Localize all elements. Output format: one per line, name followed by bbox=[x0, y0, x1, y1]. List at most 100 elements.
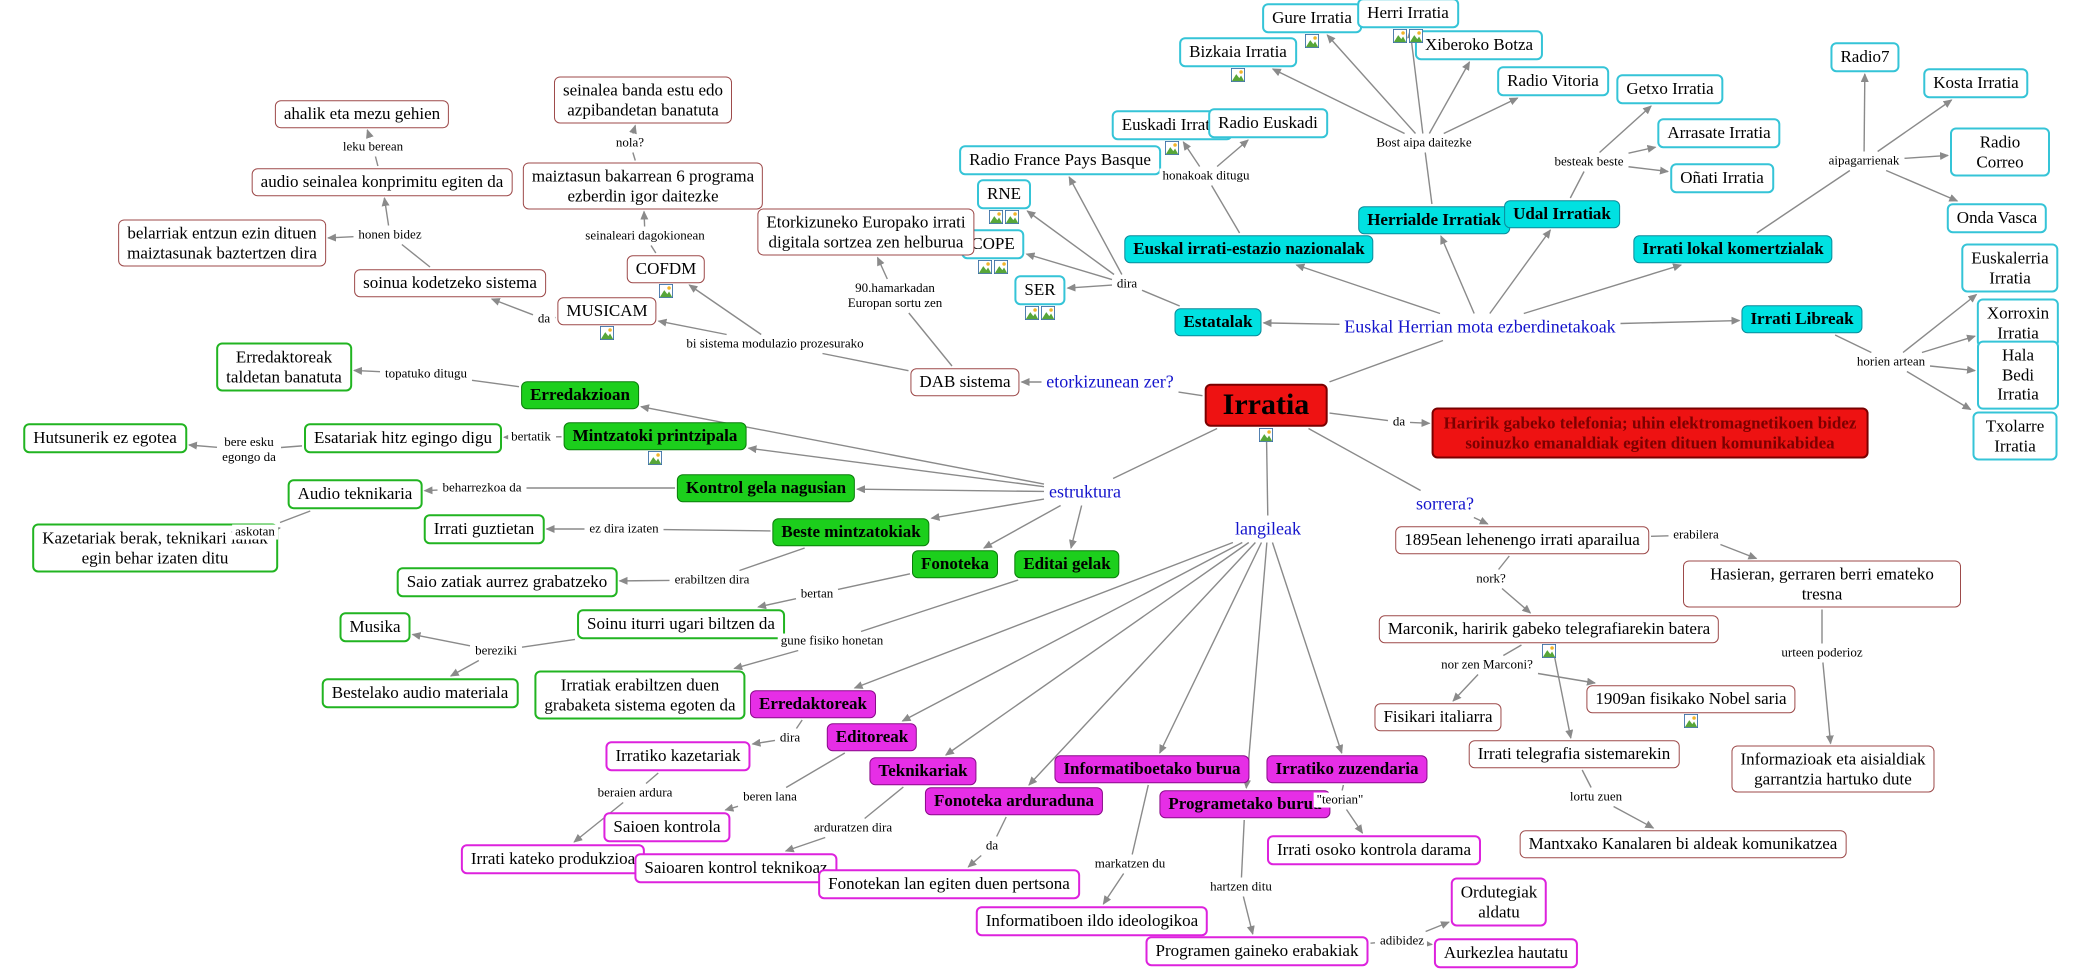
resource-icon[interactable] bbox=[648, 451, 662, 465]
link-phrase-etorkizunean[interactable]: etorkizunean zer? bbox=[1046, 371, 1174, 392]
concept-kontrol-gela[interactable]: Kontrol gela nagusian bbox=[676, 474, 856, 502]
concept-belarriak[interactable]: belarriak entzun ezin dituen maiztasunak… bbox=[118, 219, 326, 267]
link-label-lbl-bereziki[interactable]: bereziki bbox=[472, 643, 520, 659]
concept-ser[interactable]: SER bbox=[1014, 275, 1066, 305]
link-phrase-langileak[interactable]: langileak bbox=[1235, 518, 1301, 539]
concept-esatariak[interactable]: Esatariak hitz egingo digu bbox=[304, 423, 502, 453]
link-label-lbl-horien[interactable]: horien artean bbox=[1853, 354, 1929, 370]
concept-nobel[interactable]: 1909an fisikako Nobel saria bbox=[1586, 685, 1796, 713]
concept-radio-vitoria[interactable]: Radio Vitoria bbox=[1497, 66, 1609, 96]
link-label-lbl-hartzen[interactable]: hartzen ditu bbox=[1207, 879, 1275, 895]
concept-m-erredaktoreak[interactable]: Erredaktoreak bbox=[750, 690, 876, 718]
concept-fonotekan-lan[interactable]: Fonotekan lan egiten duen pertsona bbox=[818, 869, 1080, 899]
link-label-lbl-da4[interactable]: da bbox=[982, 838, 1002, 854]
concept-radio7[interactable]: Radio7 bbox=[1830, 42, 1900, 72]
link-label-lbl-teorian[interactable]: "teorian" bbox=[1313, 792, 1367, 808]
link-label-lbl-markatzen[interactable]: markatzen du bbox=[1091, 856, 1169, 872]
concept-zuzendaria[interactable]: Irratiko zuzendaria bbox=[1266, 755, 1428, 783]
link-phrase-mota[interactable]: Euskal Herrian mota ezberdinetakoak bbox=[1344, 316, 1616, 337]
concept-erredaktoreak-taldetan[interactable]: Erredaktoreak taldetan banatuta bbox=[216, 342, 352, 392]
link-label-lbl-90[interactable]: 90.hamarkadan Europan sortu zen bbox=[844, 280, 946, 311]
concept-ordutegiak[interactable]: Ordutegiak aldatu bbox=[1450, 877, 1548, 927]
concept-onda-vasca[interactable]: Onda Vasca bbox=[1946, 203, 2048, 233]
concept-onati[interactable]: Oñati Irratia bbox=[1670, 163, 1774, 193]
concept-euskalerria[interactable]: Euskalerria Irratia bbox=[1961, 243, 2059, 293]
resource-icon[interactable] bbox=[1393, 29, 1407, 43]
concept-maiztasun-6[interactable]: maiztasun bakarrean 6 programa ezberdin … bbox=[522, 162, 764, 210]
concept-nazionalak[interactable]: Euskal irrati-estazio nazionalak bbox=[1124, 235, 1374, 263]
link-label-lbl-bertatik[interactable]: bertatik bbox=[508, 429, 554, 445]
concept-mintzatoki[interactable]: Mintzatoki printzipala bbox=[563, 422, 747, 450]
concept-irrati-osoko[interactable]: Irrati osoko kontrola darama bbox=[1266, 835, 1482, 865]
link-label-lbl-bertan[interactable]: bertan bbox=[797, 586, 837, 602]
resource-icon[interactable] bbox=[1259, 427, 1273, 442]
concept-kazetariak-berak[interactable]: Kazetariak berak, teknikari lanak egin b… bbox=[32, 523, 278, 573]
concept-ahalik[interactable]: ahalik eta mezu gehien bbox=[274, 100, 450, 128]
link-label-lbl-nor-zen[interactable]: nor zen Marconi? bbox=[1438, 657, 1536, 673]
concept-musicam[interactable]: MUSICAM bbox=[557, 297, 657, 325]
link-label-lbl-dira1[interactable]: dira bbox=[1113, 276, 1141, 292]
concept-programen-gaineko[interactable]: Programen gaineko erabakiak bbox=[1145, 936, 1369, 966]
link-label-lbl-erabilera[interactable]: erabilera bbox=[1670, 527, 1722, 543]
link-label-lbl-beraien[interactable]: beraien ardura bbox=[594, 785, 676, 801]
concept-marconik[interactable]: Marconik, haririk gabeko telegrafiarekin… bbox=[1378, 615, 1720, 643]
resource-icon[interactable] bbox=[1409, 29, 1423, 43]
concept-mantxako[interactable]: Mantxako Kanalaren bi aldeak komunikatze… bbox=[1519, 830, 1847, 858]
concept-herri-irratia[interactable]: Herri Irratia bbox=[1357, 0, 1459, 28]
concept-radio-france[interactable]: Radio France Pays Basque bbox=[959, 145, 1161, 175]
resource-icon[interactable] bbox=[1165, 141, 1179, 155]
link-label-lbl-ez-dira[interactable]: ez dira izaten bbox=[586, 521, 662, 537]
concept-irratiak-erabiltzen[interactable]: Irratiak erabiltzen duen grabaketa siste… bbox=[534, 670, 746, 720]
concept-hasieran[interactable]: Hasieran, gerraren berri emateko tresna bbox=[1683, 560, 1961, 608]
link-label-lbl-dira3[interactable]: dira bbox=[776, 730, 804, 746]
resource-icon[interactable] bbox=[1005, 210, 1019, 224]
link-label-lbl-arduratzen[interactable]: arduratzen dira bbox=[810, 820, 896, 836]
concept-fonoteka[interactable]: Fonoteka bbox=[912, 550, 998, 578]
resource-icon[interactable] bbox=[994, 260, 1008, 274]
concept-teknikariak[interactable]: Teknikariak bbox=[869, 757, 977, 785]
concept-audio-teknikaria[interactable]: Audio teknikaria bbox=[287, 479, 423, 509]
concept-rne[interactable]: RNE bbox=[977, 179, 1031, 209]
concept-gure-irratia[interactable]: Gure Irratia bbox=[1262, 3, 1362, 33]
concept-libreak[interactable]: Irrati Libreak bbox=[1741, 305, 1863, 333]
link-label-lbl-beren-lana[interactable]: beren lana bbox=[740, 789, 800, 805]
link-label-lbl-lortu[interactable]: lortu zuen bbox=[1566, 789, 1626, 805]
concept-editai-gelak[interactable]: Editai gelak bbox=[1014, 550, 1120, 578]
concept-seinalea-banda[interactable]: seinalea banda estu edo azpibandetan ban… bbox=[553, 76, 733, 124]
concept-etorkizuneko[interactable]: Etorkizuneko Europako irrati digitala so… bbox=[757, 208, 975, 256]
concept-definition[interactable]: Haririk gabeko telefonia; uhin elektroma… bbox=[1431, 407, 1869, 459]
concept-irratiko-kazetariak[interactable]: Irratiko kazetariak bbox=[605, 741, 751, 771]
concept-cofdm[interactable]: COFDM bbox=[626, 255, 706, 283]
concept-radio-euskadi[interactable]: Radio Euskadi bbox=[1208, 108, 1328, 138]
concept-saioaren-kontrol[interactable]: Saioaren kontrol teknikoaz bbox=[634, 853, 838, 883]
link-label-lbl-bost[interactable]: Bost aipa daitezke bbox=[1373, 135, 1475, 151]
link-label-lbl-da-def[interactable]: da bbox=[1389, 414, 1409, 430]
concept-bestelako[interactable]: Bestelako audio materiala bbox=[321, 678, 519, 708]
concept-fonoteka-ard[interactable]: Fonoteka arduraduna bbox=[924, 787, 1104, 815]
concept-herrialde[interactable]: Herrialde Irratiak bbox=[1358, 206, 1510, 234]
concept-getxo[interactable]: Getxo Irratia bbox=[1616, 74, 1724, 104]
concept-lokal[interactable]: Irrati lokal komertzialak bbox=[1633, 235, 1833, 263]
resource-icon[interactable] bbox=[600, 326, 614, 340]
resource-icon[interactable] bbox=[1542, 644, 1556, 658]
link-label-lbl-askotan[interactable]: askotan bbox=[232, 524, 278, 540]
concept-erredakzioan[interactable]: Erredakzioan bbox=[521, 381, 639, 409]
concept-dab[interactable]: DAB sistema bbox=[910, 368, 1020, 396]
concept-telegrafia[interactable]: Irrati telegrafia sistemarekin bbox=[1468, 740, 1680, 768]
link-label-lbl-aipagarrienak[interactable]: aipagarrienak bbox=[1825, 153, 1903, 169]
concept-irrati-guztietan[interactable]: Irrati guztietan bbox=[423, 514, 545, 544]
concept-informatiboen-ildo[interactable]: Informatiboen ildo ideologikoa bbox=[975, 906, 1209, 936]
link-label-lbl-bisistema[interactable]: bi sistema modulazio prozesurako bbox=[683, 336, 867, 352]
link-label-lbl-honakoak[interactable]: honakoak ditugu bbox=[1159, 168, 1253, 184]
resource-icon[interactable] bbox=[1684, 714, 1698, 728]
concept-hutsunerik[interactable]: Hutsunerik ez egotea bbox=[23, 423, 187, 453]
concept-audio-konprimitu[interactable]: audio seinalea konprimitu egiten da bbox=[251, 168, 513, 196]
concept-arrasate[interactable]: Arrasate Irratia bbox=[1657, 118, 1781, 148]
link-label-lbl-topatuko[interactable]: topatuko ditugu bbox=[382, 366, 470, 382]
resource-icon[interactable] bbox=[1305, 34, 1319, 48]
concept-udal[interactable]: Udal Irratiak bbox=[1504, 200, 1620, 228]
link-label-lbl-gune[interactable]: gune fisiko honetan bbox=[777, 633, 887, 649]
concept-soinua-kodetzeko[interactable]: soinua kodetzeko sistema bbox=[354, 269, 546, 297]
link-label-lbl-da2[interactable]: da bbox=[534, 311, 554, 327]
concept-programetako[interactable]: Programetako burua bbox=[1159, 790, 1331, 818]
